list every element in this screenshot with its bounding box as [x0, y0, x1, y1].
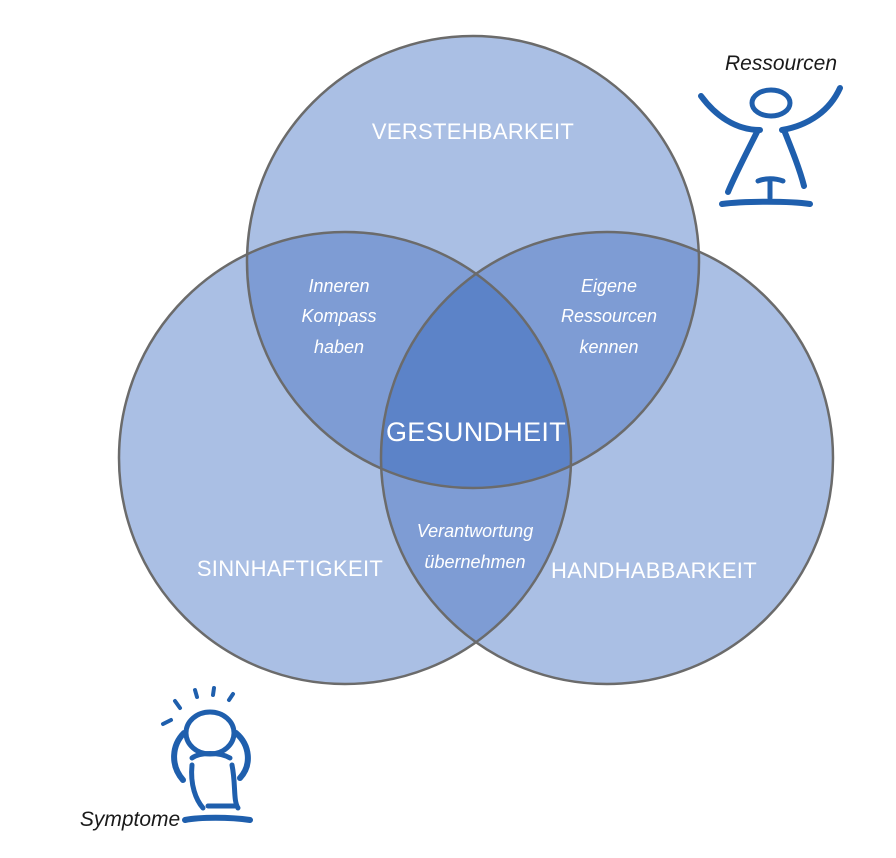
label-verantwortung: Verantwortung	[417, 521, 533, 541]
label-gesundheit: GESUNDHEIT	[386, 417, 566, 447]
outline-sinnhaftigkeit	[117, 230, 573, 686]
label-haben: haben	[314, 337, 364, 357]
caption-symptome: Symptome	[80, 808, 180, 831]
label-inneren: Inneren	[308, 276, 369, 296]
label-eigene: Eigene	[581, 276, 637, 296]
distressed-figure-icon	[161, 686, 253, 823]
outline-handhabbarkeit	[379, 230, 835, 686]
label-handhabbarkeit: HANDHABBARKEIT	[551, 558, 757, 583]
label-kompass: Kompass	[301, 306, 376, 326]
circle-outlines	[117, 34, 835, 686]
caption-ressourcen: Ressourcen	[725, 52, 837, 75]
overlap-center	[381, 232, 571, 488]
cheering-figure-icon	[698, 85, 843, 207]
label-kennen: kennen	[579, 337, 638, 357]
label-uebernehmen: übernehmen	[424, 552, 525, 572]
label-verstehbarkeit: VERSTEHBARKEIT	[372, 119, 574, 144]
label-sinnhaftigkeit: SINNHAFTIGKEIT	[197, 556, 383, 581]
label-ressourcen-overlap: Ressourcen	[561, 306, 657, 326]
outline-verstehbarkeit	[245, 34, 701, 490]
